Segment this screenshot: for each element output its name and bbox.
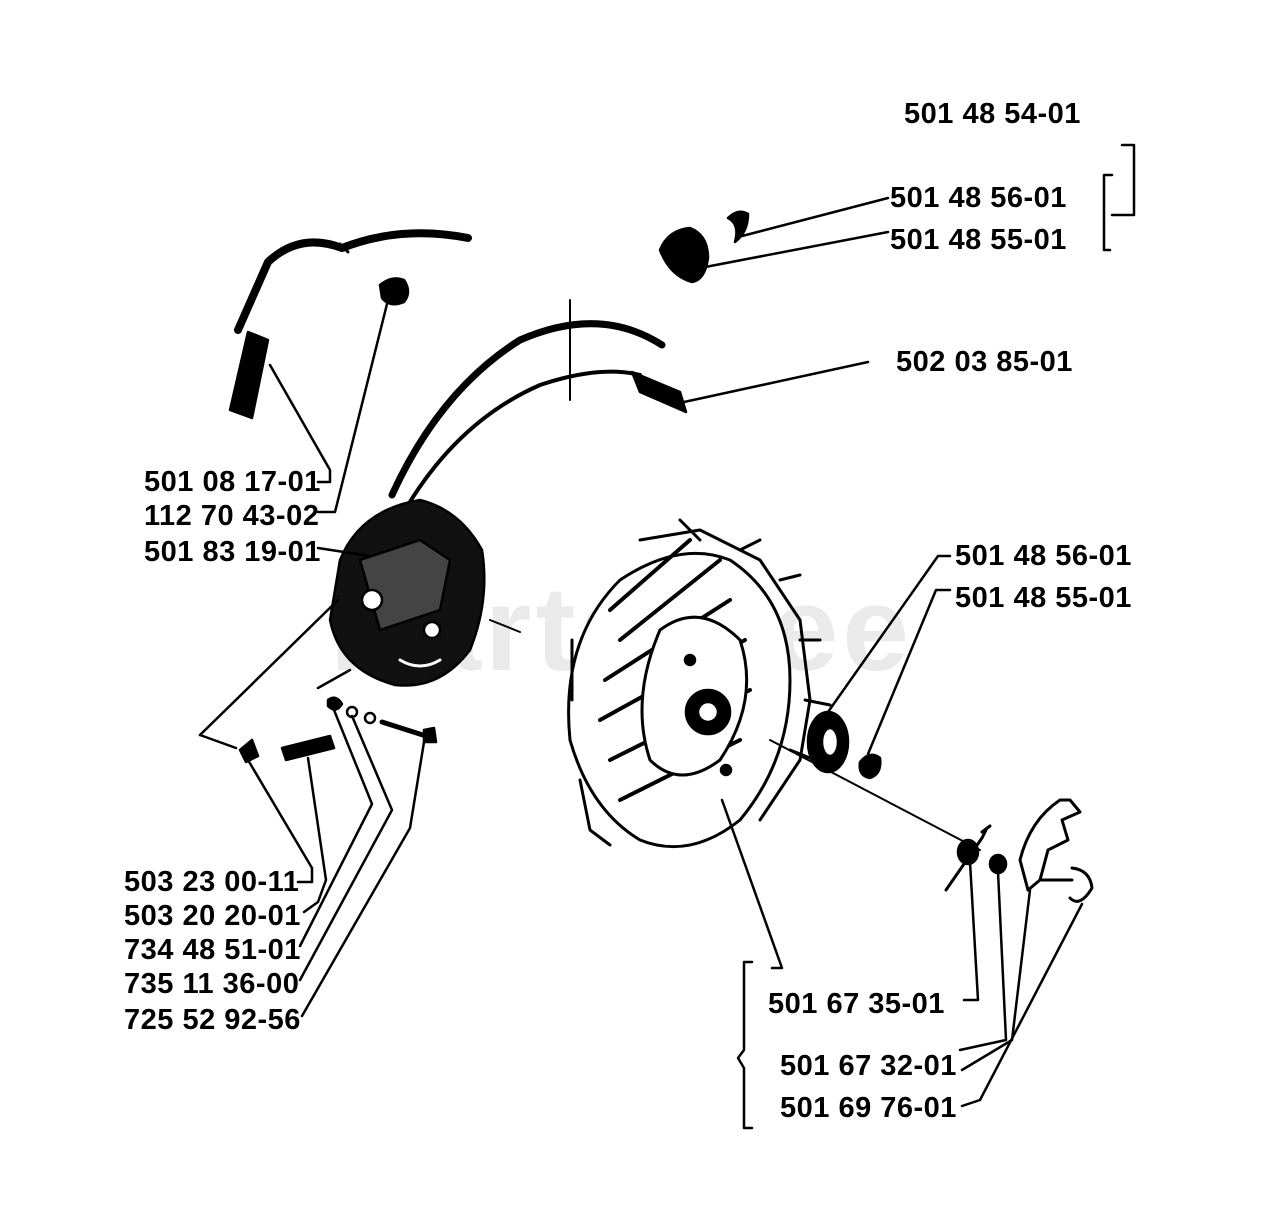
leader-clip-top: [698, 230, 890, 270]
left-fastener-leaders: [246, 708, 426, 1018]
label-pawl: 501 69 76-01: [780, 1092, 957, 1124]
label-screw-c: 725 52 92-56: [124, 1004, 301, 1036]
ignition-module: [328, 498, 486, 687]
label-cap-small: 112 70 43-02: [144, 500, 320, 532]
leader-clip-spring-top: [740, 196, 890, 238]
pawl-leaders: [958, 860, 1084, 1108]
label-washer-c: 501 67 32-01: [780, 1050, 957, 1082]
label-pawl-spring: 501 67 35-01: [768, 988, 945, 1020]
leader-spring-right: [826, 554, 952, 714]
label-clip-spring-top: 501 48 56-01: [890, 182, 1067, 214]
label-screw-b: 503 20 20-01: [124, 900, 301, 932]
leader-boot-cable: [268, 363, 332, 484]
boot-cable: [228, 229, 472, 420]
label-spring-right: 501 48 56-01: [955, 540, 1132, 572]
label-spark-cable: 502 03 85-01: [896, 346, 1073, 378]
left-fasteners: [238, 696, 438, 764]
label-ignition-module: 501 83 19-01: [144, 536, 321, 568]
flywheel-pawl-axis: [769, 739, 981, 851]
label-clip-top: 501 48 55-01: [890, 224, 1067, 256]
leader-small-cap: [316, 298, 390, 514]
label-clip-right: 501 48 55-01: [955, 582, 1132, 614]
label-kit-top: 501 48 54-01: [904, 98, 1081, 130]
ignition-cables: [388, 299, 688, 507]
flywheel-washer-nut: [806, 710, 882, 780]
label-washer-a: 734 48 51-01: [124, 934, 301, 966]
label-boot-cable: 501 08 17-01: [144, 466, 321, 498]
kit-bracket-bottom: [736, 960, 754, 1130]
leader-mount: [198, 598, 340, 737]
kit-bracket-top: [1102, 143, 1136, 252]
module-axis: [489, 619, 521, 633]
leader-ignition-module: [316, 546, 372, 558]
small-cap: [378, 277, 410, 306]
pawl-assembly: [944, 798, 1094, 903]
leader-pawl-spring: [720, 798, 784, 970]
label-screw-a: 503 23 00-11: [124, 866, 300, 898]
leader-clip-right: [866, 588, 952, 756]
label-washer-b: 735 11 36-00: [124, 968, 300, 1000]
leader-spark-cable: [682, 360, 870, 404]
flywheel: [567, 518, 832, 849]
clip-parts-top: [658, 210, 750, 284]
